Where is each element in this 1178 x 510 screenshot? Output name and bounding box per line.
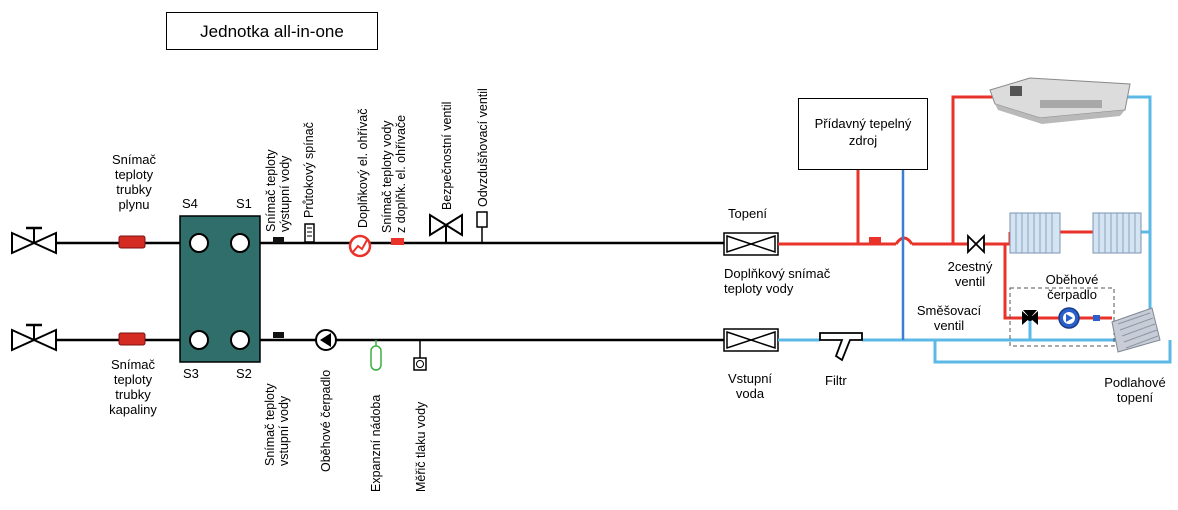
gas-pipe-sensor-label: Snímač teploty trubky plynu bbox=[104, 152, 164, 212]
circulation-pump-icon bbox=[315, 329, 337, 351]
mixing-valve-line1: Směšovací bbox=[916, 303, 982, 318]
mixing-valve-line2: ventil bbox=[933, 318, 965, 333]
liquid-pipe-sensor-marker bbox=[118, 332, 146, 346]
outlet-temp-line1: Snímač teploty bbox=[264, 149, 278, 232]
backup-heater-temp-line1: Snímač teploty vody bbox=[380, 120, 394, 233]
gas-sensor-line4: plynu bbox=[118, 197, 150, 212]
flow-switch-label: Průtokový spínač bbox=[302, 122, 316, 218]
port-s4-label: S4 bbox=[182, 196, 198, 211]
gas-sensor-line3: trubky bbox=[116, 182, 152, 197]
inlet-water-connector-icon bbox=[723, 328, 779, 352]
aux-water-sensor-label: Doplňkový snímač teploty vody bbox=[724, 266, 830, 296]
shutoff-valve-lower bbox=[11, 323, 57, 352]
two-way-valve-icon bbox=[967, 233, 985, 255]
inlet-temp-sensor-label: Snímač teploty vstupní vody bbox=[263, 383, 291, 466]
radiator-1 bbox=[1009, 212, 1061, 254]
right-circulation-pump-icon bbox=[1058, 307, 1080, 329]
port-s1-label: S1 bbox=[236, 196, 252, 211]
inlet-water-line1: Vstupní bbox=[727, 371, 773, 386]
expansion-tank-label: Expanzní nádoba bbox=[369, 394, 383, 492]
circulation-pump-label: Oběhové čerpadlo bbox=[319, 369, 333, 472]
pressure-gauge-icon bbox=[413, 340, 427, 371]
safety-valve-icon bbox=[429, 213, 463, 243]
aux-water-line1: Doplňkový snímač bbox=[724, 266, 831, 281]
outlet-water-sensor-marker bbox=[273, 237, 284, 243]
port-s3-label: S3 bbox=[183, 366, 199, 381]
floor-heating-line2: topení bbox=[1116, 390, 1154, 405]
inlet-water-sensor-marker bbox=[273, 332, 284, 338]
flow-switch-icon bbox=[304, 223, 315, 243]
heating-connector-icon bbox=[723, 232, 779, 256]
right-pump-line2: čerpadlo bbox=[1047, 287, 1097, 302]
two-way-valve-line1: 2cestný bbox=[947, 259, 993, 274]
backup-heater-label: Doplňkový el. ohřívač bbox=[356, 108, 370, 228]
air-vent-icon bbox=[476, 211, 488, 243]
additional-heat-source-line1: Přídavný tepelný bbox=[814, 116, 912, 131]
unit-title: Jednotka all-in-one bbox=[166, 12, 378, 50]
backup-heater-temp-label: Snímač teploty vody z doplňk. el. ohříva… bbox=[380, 115, 408, 233]
additional-heat-source-line2: zdroj bbox=[848, 133, 878, 148]
air-vent-label: Odvzdušňovací ventil bbox=[476, 88, 490, 207]
mixing-valve-label: Směšovací ventil bbox=[910, 303, 988, 333]
port-s2-label: S2 bbox=[236, 366, 252, 381]
right-pump-line1: Oběhové bbox=[1045, 272, 1099, 287]
liquid-pipe-sensor-label: Snímač teploty trubky kapaliny bbox=[100, 357, 166, 417]
aux-water-sensor-marker bbox=[869, 237, 881, 244]
additional-heat-source-box: Přídavný tepelný zdroj bbox=[798, 98, 928, 170]
floor-heating-pump-group bbox=[1009, 287, 1115, 347]
mixing-valve-icon bbox=[1022, 310, 1038, 325]
liquid-sensor-line3: trubky bbox=[115, 387, 151, 402]
radiator-2 bbox=[1092, 212, 1142, 254]
liquid-sensor-line4: kapaliny bbox=[109, 402, 157, 417]
liquid-sensor-line2: teploty bbox=[113, 372, 153, 387]
safety-valve-label: Bezpečnostní ventil bbox=[440, 101, 454, 210]
backup-heater-temp-marker bbox=[391, 238, 404, 245]
filter-label: Filtr bbox=[825, 373, 847, 388]
inlet-water-label: Vstupní voda bbox=[720, 371, 780, 401]
gas-sensor-line2: teploty bbox=[114, 167, 154, 182]
two-way-valve-line2: ventil bbox=[954, 274, 986, 289]
shutoff-valve-upper bbox=[11, 226, 57, 255]
fan-coil-unit bbox=[989, 77, 1131, 124]
plate-heat-exchanger bbox=[179, 215, 261, 363]
two-way-valve-label: 2cestný ventil bbox=[935, 259, 1005, 289]
heating-label: Topení bbox=[728, 206, 768, 221]
floor-heating-label: Podlahové topení bbox=[1095, 375, 1175, 405]
floor-heating-coil bbox=[1111, 307, 1161, 353]
inlet-temp-line1: Snímač teploty bbox=[263, 383, 277, 466]
inlet-water-line2: voda bbox=[735, 386, 765, 401]
pressure-gauge-label: Měřič tlaku vody bbox=[414, 401, 428, 492]
right-pump-marker bbox=[1093, 315, 1100, 321]
expansion-tank-icon bbox=[370, 340, 382, 371]
backup-heater-icon bbox=[348, 234, 372, 258]
gas-sensor-line1: Snímač bbox=[111, 152, 157, 167]
aux-water-line2: teploty vody bbox=[724, 281, 794, 296]
cold-pipes bbox=[778, 95, 1172, 364]
outlet-temp-sensor-label: Snímač teploty výstupní vody bbox=[264, 149, 292, 232]
liquid-sensor-line1: Snímač bbox=[110, 357, 156, 372]
right-pump-label: Oběhové čerpadlo bbox=[1032, 272, 1112, 302]
gas-pipe-sensor-marker bbox=[118, 235, 146, 249]
inlet-temp-line2: vstupní vody bbox=[277, 395, 291, 466]
floor-heating-line1: Podlahové bbox=[1104, 375, 1166, 390]
backup-heater-temp-line2: z doplňk. el. ohřívače bbox=[394, 114, 408, 233]
filter-icon bbox=[819, 332, 863, 362]
outlet-temp-line2: výstupní vody bbox=[278, 155, 292, 232]
